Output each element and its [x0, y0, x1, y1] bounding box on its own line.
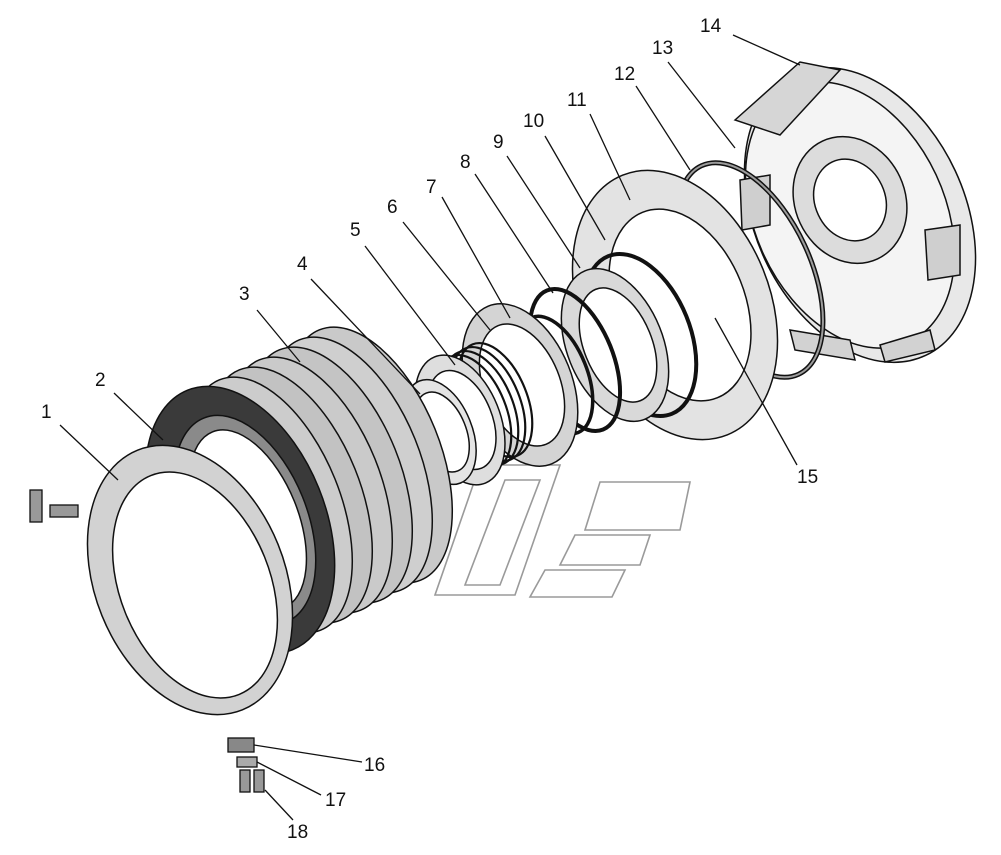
callout-14: 14 [700, 16, 722, 37]
leader-5 [364, 245, 456, 366]
leader-lines [59, 34, 801, 821]
leader-11 [589, 113, 631, 201]
callout-4: 4 [297, 254, 308, 275]
callout-1: 1 [41, 402, 52, 423]
leader-18 [264, 789, 294, 821]
leader-7 [441, 196, 511, 319]
callout-16: 16 [364, 755, 385, 776]
leader-9 [506, 155, 581, 269]
callout-9: 9 [493, 132, 504, 153]
leader-17 [256, 761, 322, 796]
leader-14 [732, 34, 801, 66]
leader-16 [253, 744, 363, 763]
callout-17: 17 [325, 790, 346, 811]
callout-12: 12 [614, 64, 635, 85]
leader-2 [113, 392, 164, 441]
leader-6 [402, 221, 491, 331]
leader-15 [714, 317, 798, 466]
part-16-clip [227, 737, 255, 753]
callout-6: 6 [387, 197, 398, 218]
part-17-washer [236, 756, 258, 768]
leader-12 [635, 85, 691, 171]
part-1-end-plate [86, 444, 294, 716]
callout-labels: 1 2 3 4 5 6 7 8 9 10 11 12 13 14 15 16 1… [41, 16, 818, 843]
callout-13: 13 [652, 38, 673, 59]
callout-7: 7 [426, 177, 437, 198]
callout-10: 10 [523, 111, 544, 132]
callout-5: 5 [350, 220, 361, 241]
callout-3: 3 [239, 284, 250, 305]
leader-3 [256, 309, 301, 363]
callout-15: 15 [797, 467, 818, 488]
part-18-bolts [239, 769, 265, 793]
callout-11: 11 [567, 90, 587, 111]
left-fastener-bolts [29, 489, 79, 523]
leader-4 [310, 278, 421, 395]
leader-10 [544, 135, 606, 241]
callout-2: 2 [95, 370, 106, 391]
callout-18: 18 [287, 822, 308, 843]
leader-8 [474, 173, 554, 294]
leader-1 [59, 424, 119, 481]
leader-13 [667, 61, 736, 149]
watermark-logo [433, 464, 691, 598]
part-14-drum-housing [733, 61, 977, 364]
callout-8: 8 [460, 152, 471, 173]
